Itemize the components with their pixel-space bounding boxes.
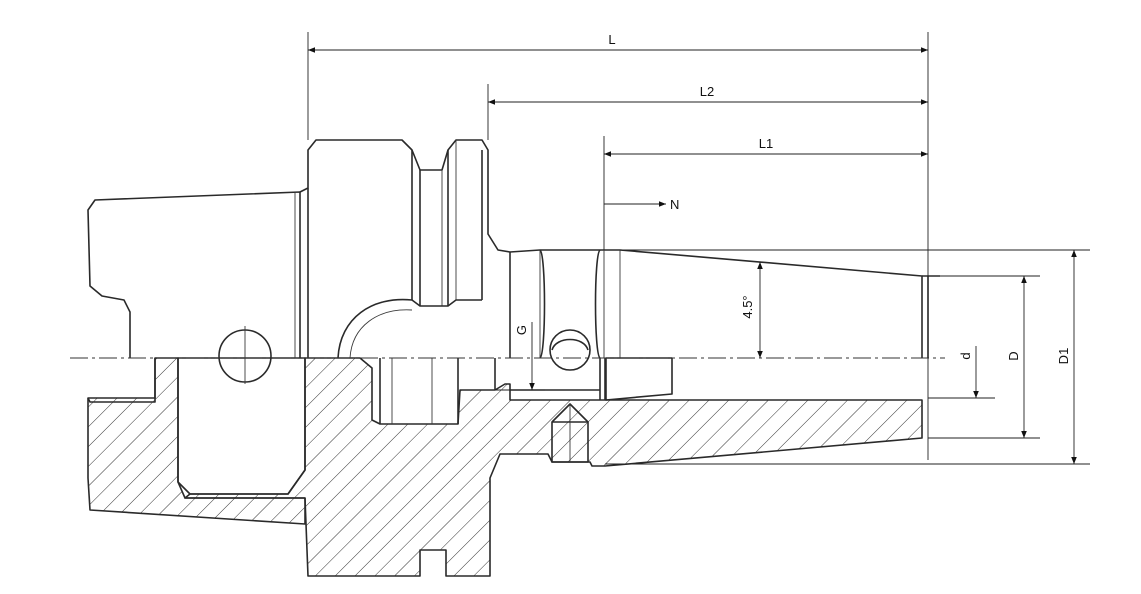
taper-shank-outline — [87, 191, 301, 358]
cross-holes — [218, 326, 591, 384]
screw-hole-circle — [549, 329, 591, 371]
boss-curve — [337, 298, 413, 359]
flange-outline — [299, 139, 600, 253]
taper-section-hatch — [87, 357, 306, 525]
label-L: L — [608, 32, 615, 47]
label-d: d — [958, 352, 973, 359]
dimension-labels: L L2 L1 N G 4.5° d D D1 — [514, 32, 1071, 364]
outline-half — [87, 139, 940, 403]
label-D: D — [1006, 351, 1021, 360]
label-L1: L1 — [759, 136, 773, 151]
label-D1: D1 — [1056, 348, 1071, 365]
taper-sleeve-outline — [600, 249, 923, 358]
bore-cavity — [177, 357, 306, 495]
label-angle: 4.5° — [740, 295, 755, 318]
label-G: G — [514, 325, 529, 335]
dimension-lines — [307, 32, 1090, 465]
label-N: N — [670, 197, 679, 212]
section-half — [87, 357, 923, 577]
label-L2: L2 — [700, 84, 714, 99]
